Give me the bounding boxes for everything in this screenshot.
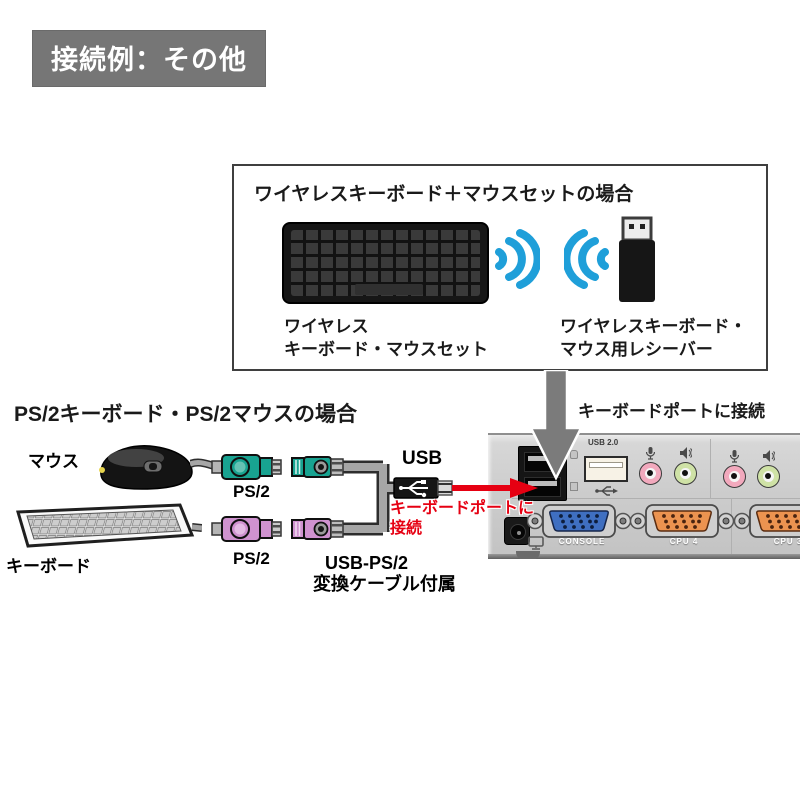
- dc-power-jack: [504, 517, 530, 545]
- usb2-port-label: USB 2.0: [588, 438, 619, 447]
- keyboard-port-connect-label: キーボードポートに接続: [578, 402, 765, 421]
- mic-jack: [639, 462, 662, 485]
- device-foot: [516, 551, 540, 559]
- ps2-section-heading: PS/2キーボード・PS/2マウスの場合: [14, 403, 358, 426]
- mic-icon: [646, 447, 655, 460]
- panel-divider-horizontal: [512, 498, 800, 499]
- cpu3-vga-port: [734, 504, 800, 538]
- wireless-set-label-line1: ワイヤレス: [284, 317, 369, 336]
- receiver-label: ワイヤレスキーボード・ マウス用レシーバー: [560, 316, 747, 362]
- usb-connector-label: USB: [402, 448, 443, 469]
- kvm-switch-rear-panel: USB 2.0: [488, 433, 800, 559]
- speaker-jack: [674, 462, 697, 485]
- ps2-female-jack-green: [291, 456, 344, 478]
- red-arrow-icon: [452, 478, 538, 498]
- panel-divider-vertical-top: [710, 439, 711, 498]
- dc-jack-pin: [516, 530, 521, 535]
- mic-icon: [730, 450, 739, 463]
- cpu4-port-label: CPU 4: [669, 537, 699, 546]
- red-connect-note-line1: キーボードポートに: [390, 500, 535, 517]
- page-title-bar: 接続例：その他: [32, 30, 266, 87]
- usb-port-tongue: [528, 481, 557, 486]
- adapter-note-line1: USB-PS/2: [325, 553, 409, 573]
- cable-junction: [342, 460, 396, 536]
- console-vga-port: [527, 504, 631, 538]
- wireless-panel-heading: ワイヤレスキーボード＋マウスセットの場合: [254, 184, 634, 205]
- ps2-usb-cable-assembly: [190, 454, 453, 542]
- ps2-male-plug-purple: [211, 516, 282, 542]
- wifi-signal-right-icon: [495, 229, 540, 289]
- receiver-label-line1: ワイヤレスキーボード・: [560, 317, 747, 336]
- mic-jack: [723, 465, 746, 488]
- wireless-set-label: ワイヤレス キーボード・マウスセット: [284, 316, 488, 362]
- receiver-label-line2: マウス用レシーバー: [560, 339, 713, 359]
- speaker-icon: [680, 447, 692, 459]
- red-connect-note-line2: 接続: [390, 520, 423, 537]
- wireless-keyboard-spacebar: [355, 284, 424, 295]
- mouse-illustration: [99, 444, 193, 490]
- device-bottom-edge: [488, 554, 800, 559]
- wireless-set-label-line2: キーボード・マウスセット: [284, 339, 488, 359]
- console-port-label: CONSOLE: [558, 537, 606, 546]
- cpu3-port-label: CPU 3: [773, 537, 800, 546]
- usb2-port-slot: [589, 462, 623, 468]
- down-arrow-icon: [528, 370, 584, 481]
- keyboard-label: キーボード: [6, 557, 91, 576]
- wireless-set-panel: ワイヤレスキーボード＋マウスセットの場合: [232, 164, 768, 371]
- monitor-icon: [528, 536, 544, 550]
- wireless-keyboard-keys: [291, 230, 480, 296]
- red-connect-note: キーボードポートに 接続: [390, 499, 534, 539]
- speaker-icon: [763, 450, 775, 462]
- ps2-keyboard-illustration: [16, 503, 202, 548]
- usb-trident-icon: [595, 486, 618, 496]
- usb2-port: [584, 456, 628, 482]
- mouse-label: マウス: [28, 452, 79, 471]
- mouse-port-icon: [570, 450, 578, 459]
- keyboard-port-icon: [570, 482, 578, 491]
- wifi-signal-left-icon: [564, 229, 609, 289]
- usb-port-tongue: [528, 456, 557, 461]
- usb-ps2-adapter-note: USB-PS/2 変換ケーブル付属: [313, 553, 456, 594]
- ps2-female-jack-purple: [291, 518, 344, 540]
- usb-receiver-icon: [619, 216, 655, 302]
- ps2-keyboard-port-label: PS/2: [233, 549, 270, 568]
- ps2-male-plug-green: [211, 454, 282, 480]
- usb-plug: [393, 477, 453, 499]
- speaker-jack: [757, 465, 780, 488]
- cpu4-vga-port: [630, 504, 734, 538]
- wireless-keyboard-illustration: [282, 222, 489, 304]
- ps2-mouse-port-label: PS/2: [233, 482, 270, 501]
- page-title: 接続例：その他: [51, 45, 247, 75]
- adapter-note-line2: 変換ケーブル付属: [313, 573, 456, 594]
